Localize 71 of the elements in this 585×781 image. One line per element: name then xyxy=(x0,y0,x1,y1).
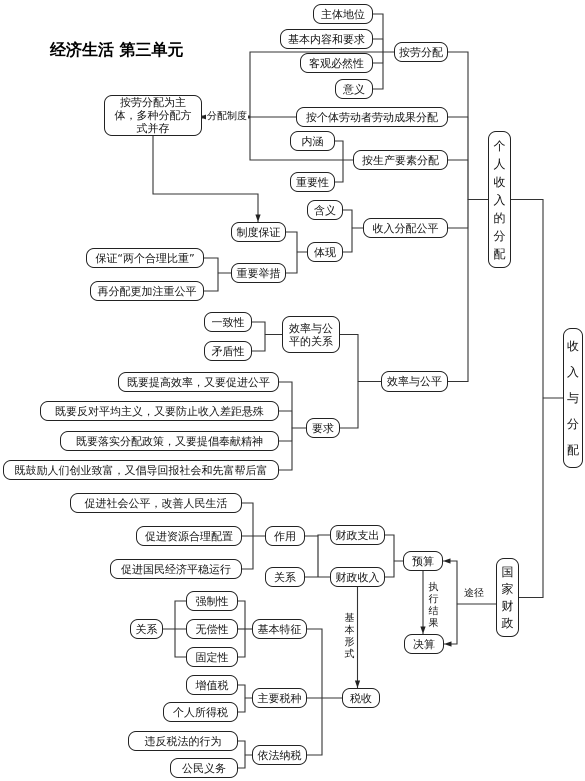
topic-box: 按生产要素分配 xyxy=(353,150,448,170)
topic-box: 财政收入 xyxy=(330,567,385,587)
topic-box: 既要反对平均主义，又要防止收入差距悬殊 xyxy=(40,401,279,421)
topic-box: 无偿性 xyxy=(186,619,238,639)
root-box: 收入与分配 xyxy=(563,328,583,468)
connector-line xyxy=(343,227,363,253)
topic-box: 既要落实分配政策，又要提倡奉献精神 xyxy=(60,431,279,451)
branch-box: 个人收入的分配 xyxy=(488,131,511,268)
topic-box: 按个体劳动者劳动成果分配 xyxy=(296,107,448,127)
topic-box: 客观必然性 xyxy=(300,53,373,73)
topic-box: 预算 xyxy=(403,551,443,571)
topic-box: 基本内容和要求 xyxy=(280,29,373,49)
topic-box: 既要提高效率，又要促进公平 xyxy=(118,372,279,392)
topic-box: 财政支出 xyxy=(330,525,385,545)
connector-line xyxy=(252,334,282,352)
branch-box: 国家财政 xyxy=(496,558,519,637)
connector-line xyxy=(242,535,265,570)
arrow xyxy=(152,136,261,222)
connector-line xyxy=(519,397,563,598)
topic-box: 关系 xyxy=(130,619,163,639)
arrow xyxy=(444,603,496,647)
topic-box: 按劳分配为主体，多种分配方式并存 xyxy=(104,95,202,136)
topic-box: 个人所得税 xyxy=(163,702,238,722)
topic-box: 依法纳税 xyxy=(252,745,307,765)
topic-box: 公民义务 xyxy=(170,758,238,778)
topic-box: 强制性 xyxy=(186,591,238,611)
topic-box: 按劳分配 xyxy=(394,42,448,62)
topic-box: 含义 xyxy=(307,200,343,220)
arrow xyxy=(354,587,360,688)
topic-box: 主要税种 xyxy=(252,688,307,708)
topic-box: 促进社会公平，改善人民生活 xyxy=(70,493,242,513)
topic-box: 基本特征 xyxy=(252,619,307,639)
topic-box: 意义 xyxy=(335,79,373,99)
topic-box: 一致性 xyxy=(204,312,252,332)
topic-box: 重要举措 xyxy=(231,263,286,283)
connector-line xyxy=(340,380,381,429)
connector-line xyxy=(448,198,488,382)
topic-box: 重要性 xyxy=(290,172,335,192)
topic-box: 增值税 xyxy=(186,675,238,695)
topic-box: 既鼓励人们创业致富，又倡导回报社会和先富帮后富 xyxy=(3,460,279,480)
topic-box: 促进资源合理配置 xyxy=(136,526,242,546)
connector-line xyxy=(279,427,306,471)
topic-box: 保证“两个合理比重” xyxy=(86,248,204,268)
topic-box: 再分配更加注重公平 xyxy=(90,281,204,301)
topic-box: 决算 xyxy=(404,634,444,654)
topic-box: 促进国民经济平稳运行 xyxy=(110,559,242,579)
topic-box: 效率与公平的关系 xyxy=(282,316,340,353)
connector-line xyxy=(307,697,342,756)
connector-line xyxy=(286,251,307,274)
topic-box: 主体地位 xyxy=(313,4,373,24)
connector-line xyxy=(204,272,231,292)
topic-box: 内涵 xyxy=(290,131,335,151)
topic-box: 体现 xyxy=(307,242,343,262)
topic-box: 固定性 xyxy=(186,647,238,667)
topic-box: 矛盾性 xyxy=(204,341,252,361)
title: 经济生活 第三单元 xyxy=(50,40,184,61)
topic-box: 要求 xyxy=(306,418,340,438)
edge-label: 分配制度 xyxy=(206,110,248,124)
topic-box: 制度保证 xyxy=(231,222,286,242)
topic-box: 收入分配公平 xyxy=(363,218,448,238)
connector-line xyxy=(163,628,186,658)
topic-box: 违反税法的行为 xyxy=(128,731,238,751)
connector-line xyxy=(385,560,403,578)
topic-box: 作用 xyxy=(265,526,305,546)
connector-line xyxy=(238,628,252,658)
connector-line xyxy=(238,754,252,769)
topic-box: 效率与公平 xyxy=(381,371,448,392)
topic-box: 税收 xyxy=(342,688,380,708)
connector-line xyxy=(305,576,330,578)
arrow xyxy=(420,571,426,634)
topic-box: 关系 xyxy=(265,567,305,587)
